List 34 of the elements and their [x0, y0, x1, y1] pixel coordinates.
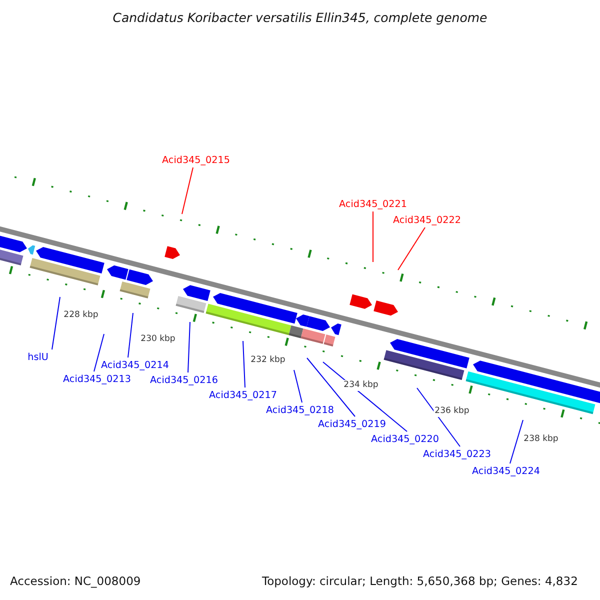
title: Candidatus Koribacter versatilis Ellin345, complete genome [112, 11, 488, 24]
scale-label: 236 kbp [434, 406, 470, 416]
leader-line [182, 167, 194, 214]
gene-label: Acid345_0223 [423, 448, 491, 460]
footer-text: Topology: circular; Length: 5,650,368 bp; Genes: 4,832 [262, 574, 578, 588]
gene-label: hslU [28, 350, 48, 364]
scale-label: 238 kbp [522, 434, 560, 444]
leader-line [294, 370, 302, 403]
gene-label: Acid345_0216 [150, 374, 218, 386]
gene-label: Acid345_0214 [101, 358, 169, 372]
gene-label: Acid345_0219 [318, 418, 386, 430]
leader-line [416, 388, 460, 447]
scale-label: 230 kbp [140, 334, 176, 344]
leader-line [398, 227, 426, 270]
gene-label: Acid345_0222 [393, 214, 461, 226]
gene-label: Acid345_0213 [63, 372, 131, 386]
leader-line [188, 322, 190, 373]
scale-label: 232 kbp [250, 354, 286, 366]
gene-label: Acid345_0215 [162, 154, 230, 166]
leader-line [52, 296, 60, 350]
leader-line [510, 420, 524, 464]
gene-label: Acid345_0218 [266, 404, 334, 416]
gene-label: Acid345_0220 [371, 432, 439, 446]
leader-line [94, 334, 104, 372]
leader-line [306, 358, 356, 417]
leader-line [372, 211, 374, 262]
gene-label: Acid345_0217 [209, 388, 277, 402]
gene-label: Acid345_0221 [339, 198, 407, 210]
footer-text: Accession: NC_008009 [10, 574, 141, 588]
gene-label: Acid345_0224 [472, 464, 540, 478]
scale-label: 234 kbp [342, 380, 380, 390]
leader-line [242, 340, 246, 388]
leader-line [128, 312, 134, 358]
scale-label: 228 kbp [62, 310, 100, 320]
